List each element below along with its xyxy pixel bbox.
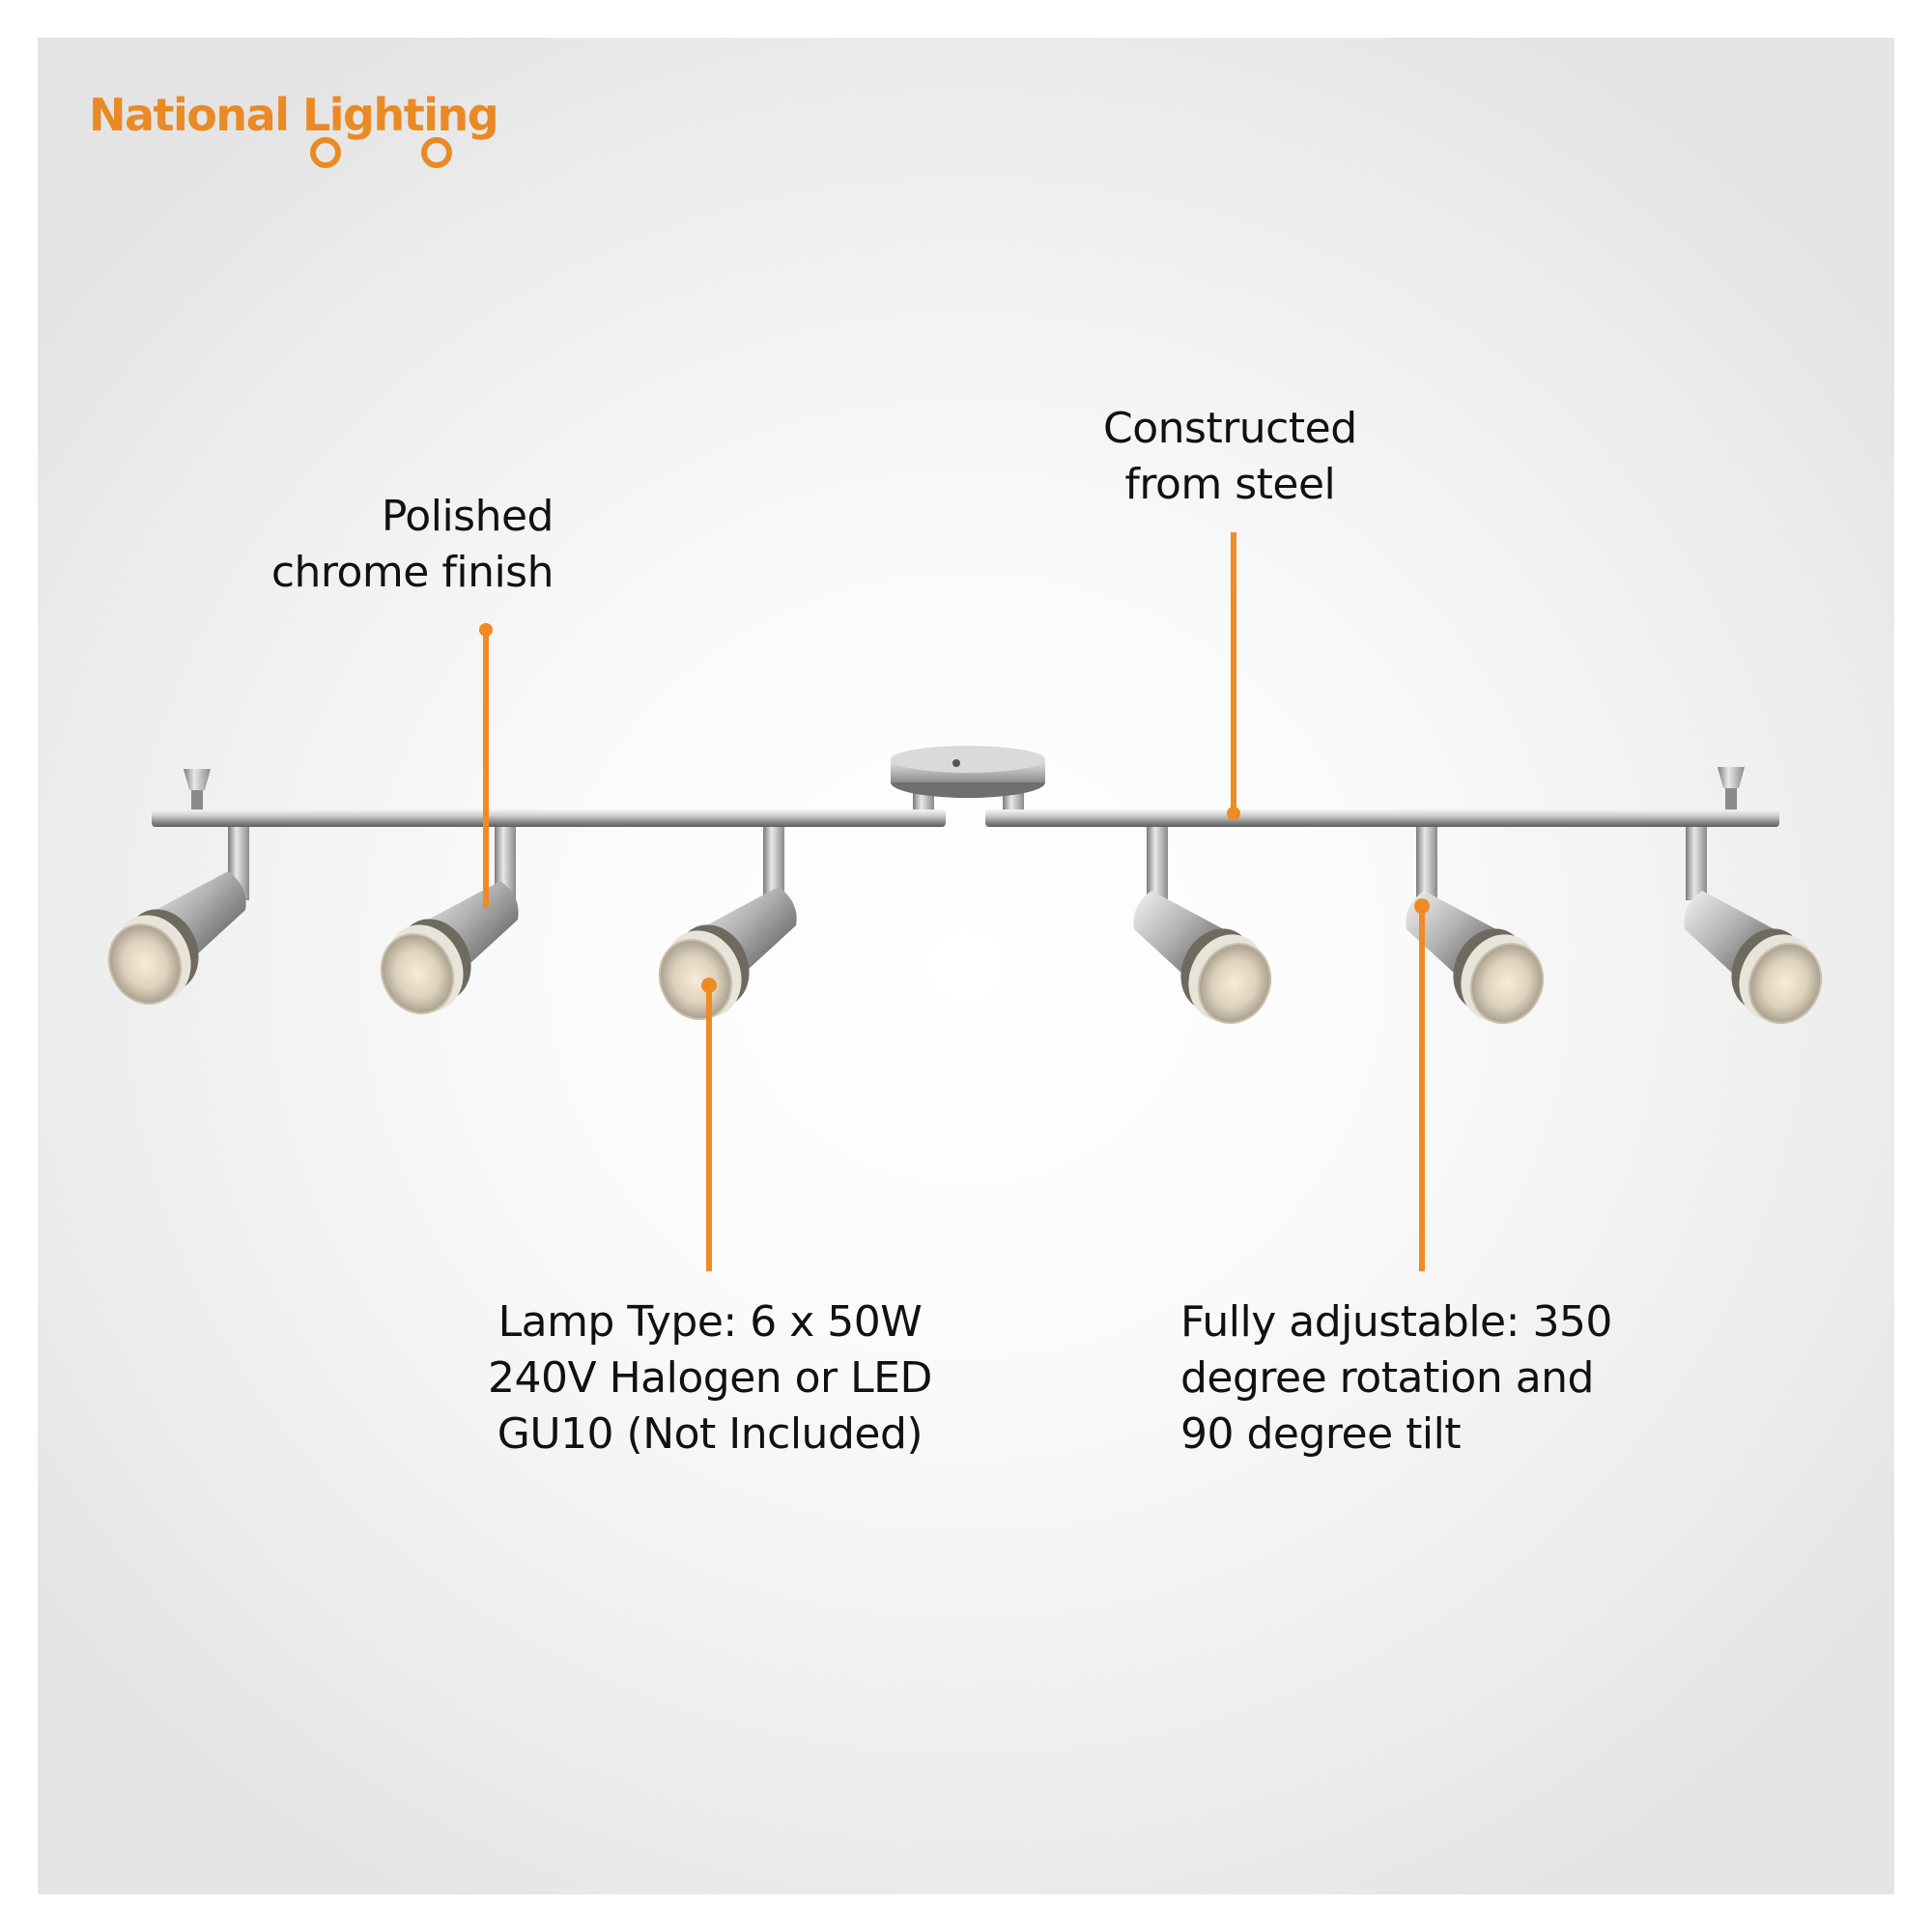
leader-lamp	[701, 978, 717, 1271]
callout-line: Fully adjustable: 350	[1180, 1297, 1612, 1347]
callout-lamp-type: Lamp Type: 6 x 50W 240V Halogen or LED G…	[488, 1294, 932, 1463]
brand-logo-text: National Lighting	[89, 89, 499, 141]
spotlight-3	[645, 886, 798, 1033]
spotlight-1	[95, 870, 247, 1017]
spotlight-5	[1405, 890, 1557, 1037]
callout-line: GU10 (Not Included)	[497, 1409, 923, 1459]
callout-line: 90 degree tilt	[1180, 1409, 1462, 1459]
spotlight-4	[1132, 890, 1285, 1037]
callout-line: 240V Halogen or LED	[488, 1353, 932, 1403]
end-cap-left	[184, 769, 211, 810]
spotlight-stems	[228, 827, 1707, 906]
callout-chrome-finish: Polished chrome finish	[271, 489, 554, 601]
image-panel	[38, 38, 1894, 1894]
callout-line: Constructed	[1103, 404, 1357, 453]
ceiling-plate	[891, 746, 1045, 815]
leader-chrome	[479, 623, 493, 908]
track-bar	[152, 810, 1779, 827]
callout-line: Lamp Type: 6 x 50W	[497, 1297, 923, 1347]
spotlight-6	[1683, 890, 1835, 1037]
leader-adjust	[1414, 898, 1430, 1271]
callout-line: Polished	[381, 492, 554, 541]
callout-line: from steel	[1124, 460, 1336, 509]
spotlight-2	[367, 880, 520, 1027]
callout-line: degree rotation and	[1180, 1353, 1594, 1403]
end-cap-right	[1718, 767, 1745, 810]
callout-adjustable: Fully adjustable: 350 degree rotation an…	[1180, 1294, 1612, 1463]
callout-line: chrome finish	[270, 548, 554, 597]
callout-steel: Constructed from steel	[1103, 401, 1357, 513]
brand-logo: National Lighting	[89, 89, 499, 141]
leader-steel	[1227, 532, 1240, 820]
